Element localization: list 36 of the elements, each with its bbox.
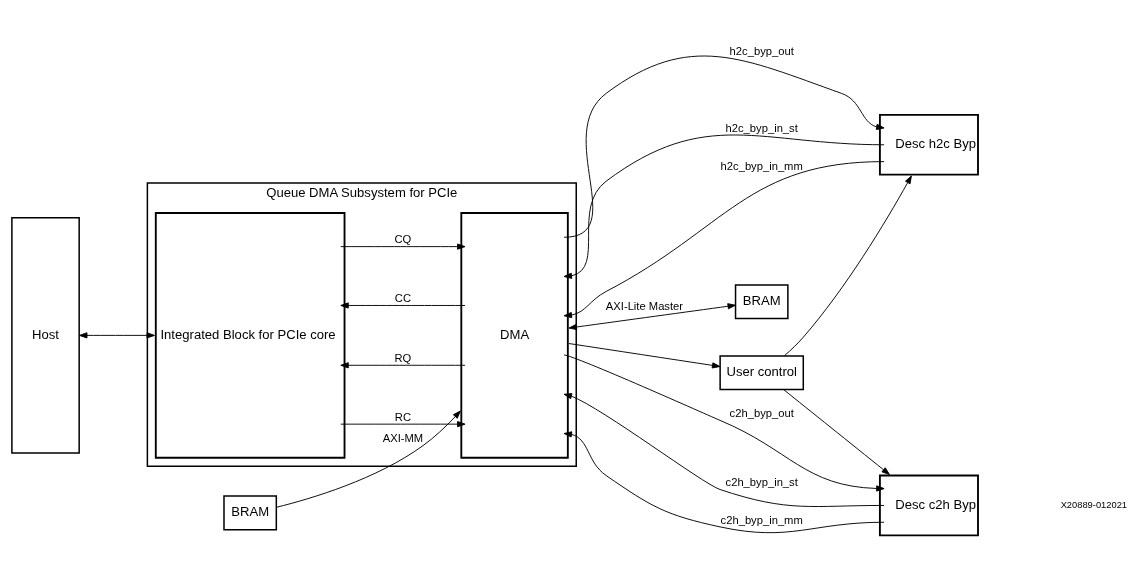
arrow	[563, 393, 885, 507]
node-box: Host	[11, 216, 80, 454]
edge-label: h2c_byp_in_st	[725, 122, 798, 135]
node-box: Integrated Block for PCIe core	[154, 212, 346, 459]
arrow	[340, 243, 466, 250]
node-box: Desc h2c Byp	[878, 113, 979, 176]
arrow	[563, 55, 885, 238]
arrow	[563, 354, 885, 492]
arrow	[568, 343, 721, 369]
node-box: BRAM	[223, 495, 278, 531]
arrow	[563, 161, 885, 319]
edge-label: c2h_byp_in_mm	[720, 513, 803, 526]
node-box: User control	[719, 355, 805, 391]
arrow	[563, 134, 885, 279]
arrow	[783, 389, 890, 475]
edge-label: c2h_byp_out	[729, 407, 794, 420]
edge-label: RC	[394, 410, 412, 423]
arrow	[340, 362, 466, 369]
arrow	[275, 410, 461, 508]
edge-label: CC	[394, 292, 412, 305]
edge-label: AXI-MM	[382, 432, 424, 445]
label: X20889-012021	[1060, 499, 1128, 510]
edge-label: AXI-Lite Master	[605, 299, 684, 312]
edge-label: c2h_byp_in_st	[725, 476, 798, 489]
arrow	[340, 421, 466, 428]
arrow	[563, 431, 885, 534]
node-box: BRAM	[734, 284, 789, 320]
arrow	[340, 302, 466, 309]
arrow	[79, 332, 155, 339]
edge-label: RQ	[394, 352, 412, 365]
edge-label: h2c_byp_in_mm	[720, 159, 803, 172]
edge-label: h2c_byp_out	[729, 44, 794, 57]
edge-label: CQ	[394, 233, 412, 246]
arrow	[783, 175, 912, 357]
arrow	[568, 303, 736, 331]
node-box: DMA	[460, 212, 569, 459]
